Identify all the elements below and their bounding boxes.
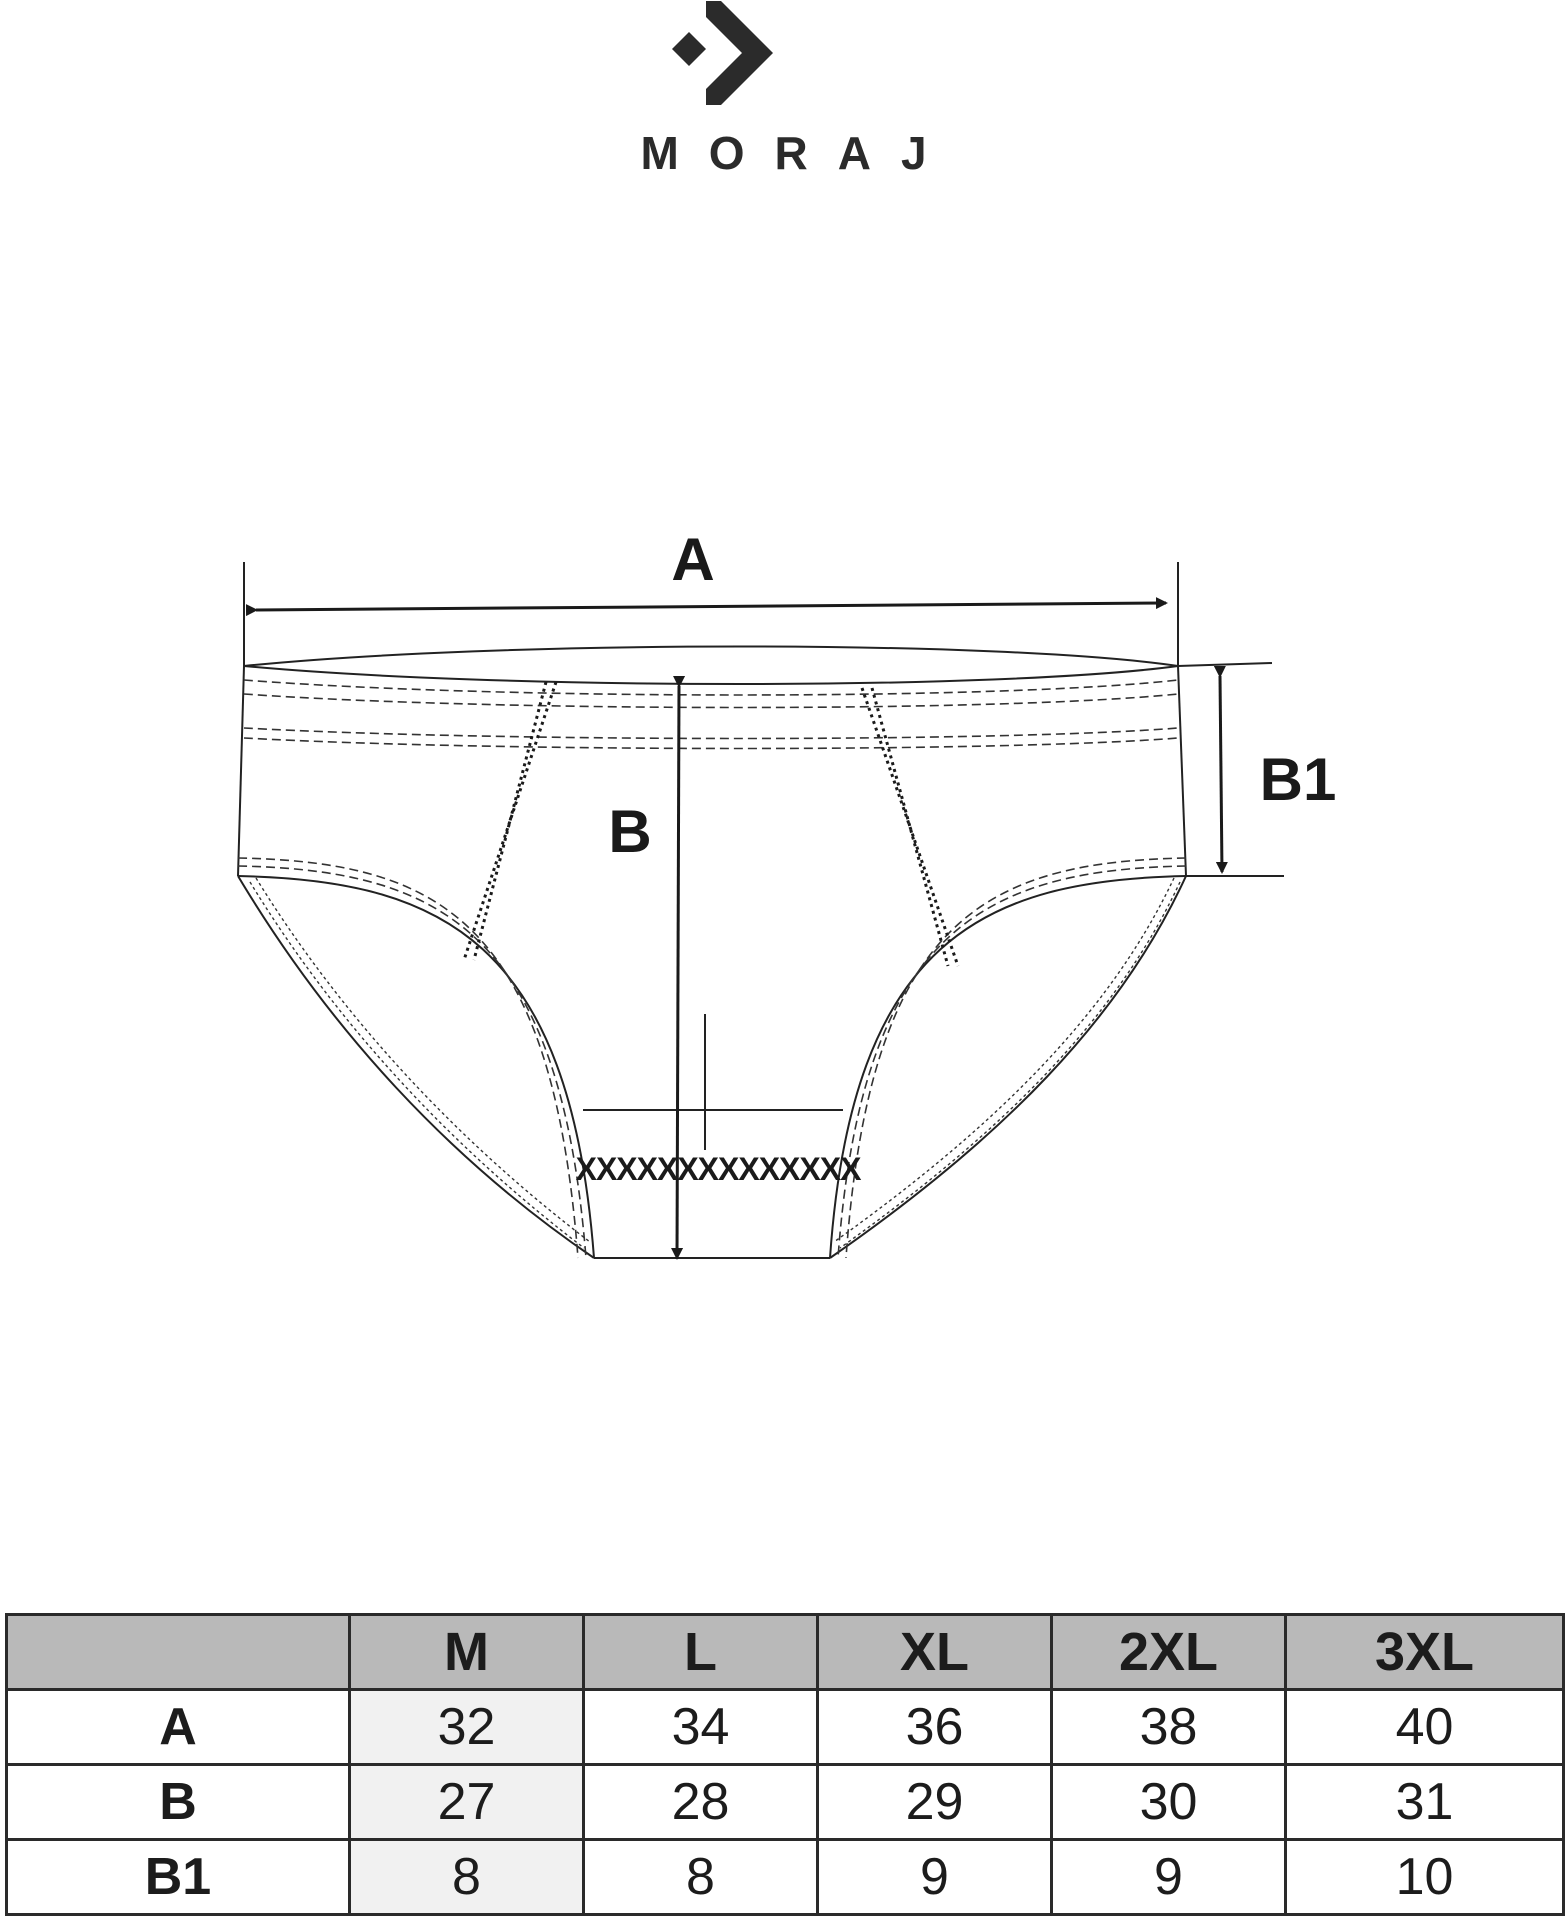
brand-name: MORAJ: [640, 127, 957, 179]
moraj-arrow-diamond-icon: [672, 1, 773, 105]
brand-logo: MORAJ: [0, 0, 1567, 190]
label-b: B: [608, 798, 651, 865]
table-cell: 38: [1050, 1688, 1287, 1766]
label-b1: B1: [1260, 746, 1337, 813]
table-cell: 9: [816, 1838, 1053, 1916]
table-cell: 36: [816, 1688, 1053, 1766]
dimension-a: A: [243, 526, 1179, 666]
dimension-b1: B1: [1177, 662, 1337, 877]
table-row: B 27 28 29 30 31: [5, 1763, 1565, 1841]
table-row: A 32 34 36 38 40: [5, 1688, 1565, 1766]
cross-stitch-right: [860, 687, 960, 967]
table-cell: 34: [582, 1688, 819, 1766]
table-cell: 27: [348, 1763, 585, 1841]
table-cell: 40: [1284, 1688, 1565, 1766]
table-cell: 10: [1284, 1838, 1565, 1916]
table-cell: 30: [1050, 1763, 1287, 1841]
size-col-3xl: 3XL: [1284, 1613, 1565, 1691]
size-table: M L XL 2XL 3XL A 32 34 36 38 40 B 27 28 …: [5, 1613, 1565, 1916]
table-cell: 28: [582, 1763, 819, 1841]
row-label: B: [5, 1763, 351, 1841]
leg-overlock-stitch: [249, 877, 1181, 1249]
table-cell: 29: [816, 1763, 1053, 1841]
size-header-row: M L XL 2XL 3XL: [5, 1613, 1565, 1691]
briefs-diagram: XXXXXXXXXXXXXX A B B1: [237, 526, 1337, 1260]
gusset-stitch: XXXXXXXXXXXXXX: [576, 1151, 862, 1187]
size-col-l: L: [582, 1613, 819, 1691]
row-label: B1: [5, 1838, 351, 1916]
row-label: A: [5, 1688, 351, 1766]
dimension-b: B: [608, 675, 686, 1260]
table-cell: 8: [582, 1838, 819, 1916]
table-cell: 9: [1050, 1838, 1287, 1916]
cross-stitch-left: [462, 681, 558, 961]
table-cell: 8: [348, 1838, 585, 1916]
size-col-2xl: 2XL: [1050, 1613, 1287, 1691]
size-col-xl: XL: [816, 1613, 1053, 1691]
table-cell: 32: [348, 1688, 585, 1766]
corner-cell: [5, 1613, 351, 1691]
table-row: B1 8 8 9 9 10: [5, 1838, 1565, 1916]
table-cell: 31: [1284, 1763, 1565, 1841]
size-col-m: M: [348, 1613, 585, 1691]
garment-outline: [237, 645, 1187, 1259]
label-a: A: [671, 526, 714, 593]
